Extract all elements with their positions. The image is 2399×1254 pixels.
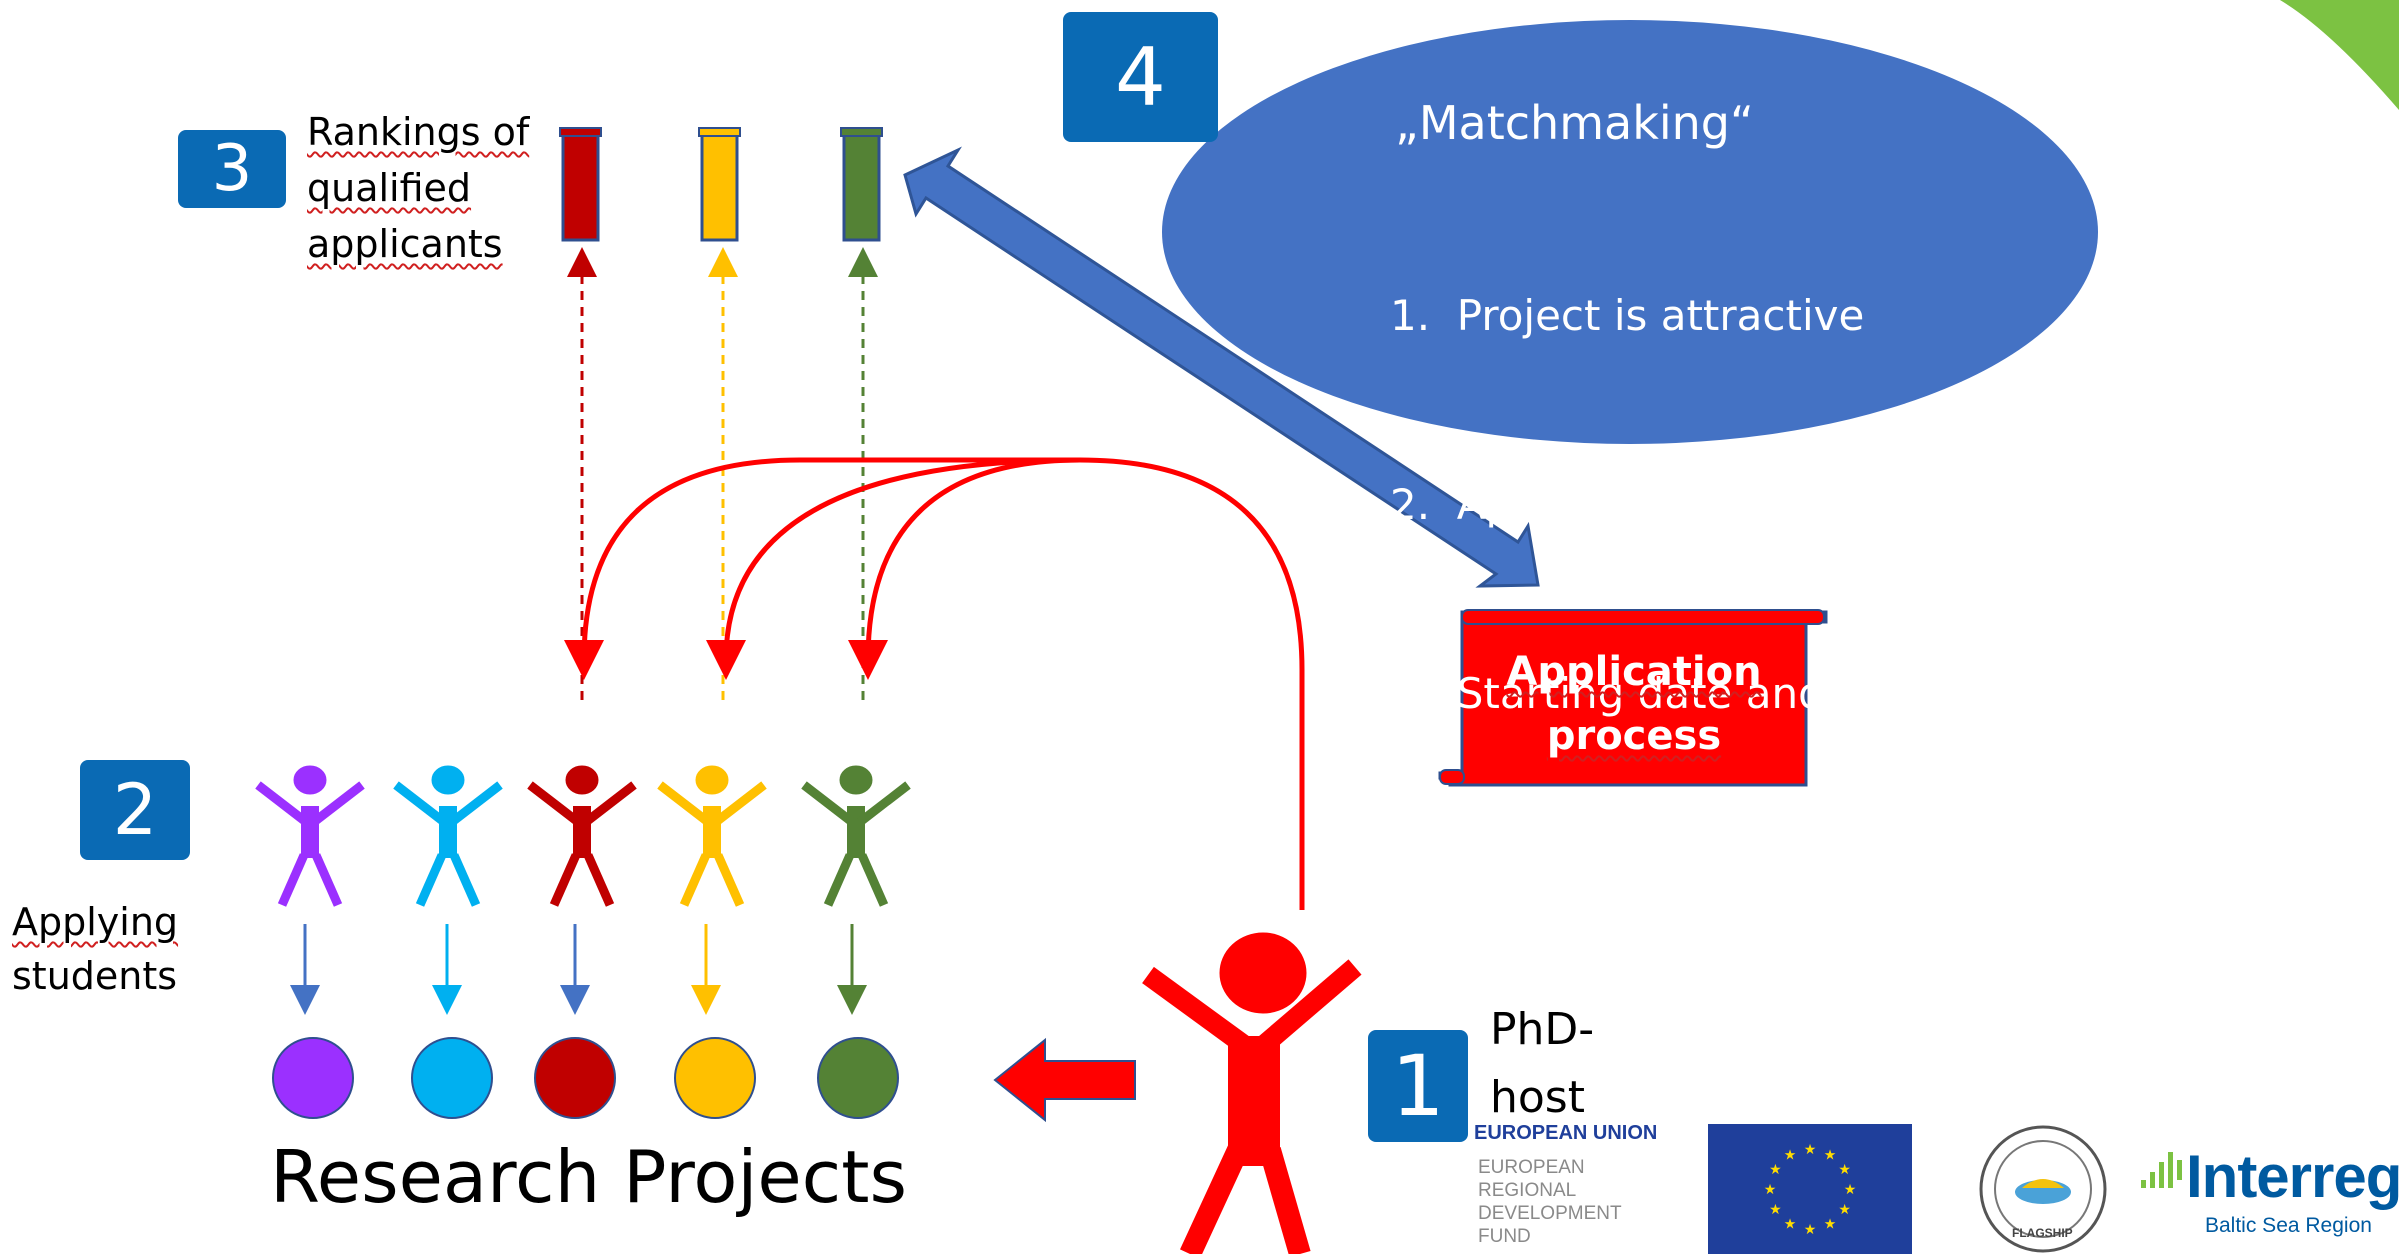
rankings-label-line3: applicants bbox=[307, 216, 529, 272]
application-process-label[interactable]: Application process bbox=[1462, 640, 1806, 768]
matchmaking-item: 1. Project is attractive bbox=[1390, 291, 1865, 340]
erdf-text: EUROPEAN REGIONAL DEVELOPMENT FUND bbox=[1478, 1156, 1622, 1248]
flagship-text: FLAGSHIP bbox=[2012, 1226, 2073, 1240]
student-cyan bbox=[393, 765, 503, 907]
rankings-text-1: Rankings of bbox=[307, 110, 530, 154]
eu-star: ★ bbox=[1804, 1222, 1817, 1238]
research-projects-label: Research Projects bbox=[270, 1135, 907, 1219]
matchmaking-list: 1. Project is attractive 2. Applicant qu… bbox=[1390, 158, 2114, 977]
project-circle-yellow bbox=[674, 1037, 756, 1119]
student-green bbox=[801, 765, 911, 907]
phd-text-2: host bbox=[1490, 1072, 1585, 1123]
eu-star: ★ bbox=[1769, 1202, 1782, 1218]
badge-4: 4 bbox=[1063, 12, 1218, 142]
eu-star: ★ bbox=[1784, 1147, 1797, 1163]
matchmaking-item: 4. Scholarship allocation bbox=[1390, 858, 1918, 907]
matchmaking-item: 2. Applicant qualifies bbox=[1390, 480, 1844, 529]
applying-text-2: students bbox=[12, 954, 178, 998]
host-to-projects-arrow bbox=[993, 1037, 1136, 1123]
rankings-label-line2: qualified bbox=[307, 160, 529, 216]
eu-star: ★ bbox=[1838, 1202, 1851, 1218]
eu-star: ★ bbox=[1769, 1162, 1782, 1178]
eu-flag-stars: ★★★★★★★★★★★★ bbox=[1764, 1142, 1857, 1238]
phd-text-1: PhD- bbox=[1490, 1004, 1595, 1055]
eu-flag bbox=[1708, 1124, 1912, 1254]
flagship-seal bbox=[1979, 1125, 2107, 1253]
phd-host-label: PhD- host bbox=[1490, 996, 1594, 1132]
eu-star: ★ bbox=[1824, 1217, 1837, 1233]
interreg-logo: Interreg bbox=[2186, 1143, 2399, 1210]
applying-students-label: Applying students bbox=[12, 895, 178, 1003]
badge-1: 1 bbox=[1368, 1030, 1468, 1142]
ranking-bar-darkred bbox=[559, 127, 602, 242]
interreg-subtitle: Baltic Sea Region bbox=[2205, 1214, 2372, 1237]
applying-text-1: Applying bbox=[12, 900, 179, 944]
student-purple bbox=[255, 765, 365, 907]
erdf-line: EUROPEAN bbox=[1478, 1157, 1585, 1178]
application-process-scroll[interactable] bbox=[1438, 609, 1828, 787]
badge-3: 3 bbox=[178, 130, 286, 208]
application-text-1: Application bbox=[1506, 649, 1762, 695]
badge-2: 2 bbox=[80, 760, 190, 860]
interreg-signal-icon bbox=[2141, 1152, 2182, 1188]
rankings-text-2: qualified bbox=[307, 166, 472, 210]
project-circle-darkred bbox=[534, 1037, 616, 1119]
rankings-label: Rankings of qualified applicants bbox=[307, 104, 529, 272]
eu-union-text: EUROPEAN UNION bbox=[1474, 1122, 1658, 1144]
student-darkred bbox=[527, 765, 637, 907]
rankings-label-line1: Rankings of bbox=[307, 104, 529, 160]
student-yellow bbox=[657, 765, 767, 907]
host-curved-arrows bbox=[564, 457, 1305, 910]
ranking-bar-yellow bbox=[698, 127, 741, 242]
phd-host-figure bbox=[1142, 932, 1362, 1254]
eu-star: ★ bbox=[1764, 1182, 1777, 1198]
project-circle-green bbox=[817, 1037, 899, 1119]
corner-accent bbox=[2280, 0, 2399, 110]
eu-star: ★ bbox=[1844, 1182, 1857, 1198]
matchmaking-title: „Matchmaking“ bbox=[1395, 96, 1754, 150]
eu-star: ★ bbox=[1838, 1162, 1851, 1178]
eu-star: ★ bbox=[1824, 1147, 1837, 1163]
project-circle-purple bbox=[272, 1037, 354, 1119]
double-arrow bbox=[903, 146, 1540, 588]
erdf-line: REGIONAL bbox=[1478, 1180, 1577, 1201]
erdf-line: DEVELOPMENT bbox=[1478, 1203, 1622, 1224]
project-circle-cyan bbox=[411, 1037, 493, 1119]
matchmaking-item: 3. Starting date and general rules bbox=[1390, 669, 2115, 718]
matchmaking-ellipse bbox=[1162, 20, 2098, 444]
eu-star: ★ bbox=[1804, 1142, 1817, 1158]
application-text-2: process bbox=[1546, 713, 1722, 759]
ranking-bar-green bbox=[840, 127, 883, 242]
erdf-line: FUND bbox=[1478, 1226, 1531, 1247]
eu-star: ★ bbox=[1784, 1217, 1797, 1233]
rankings-text-3: applicants bbox=[307, 222, 503, 266]
